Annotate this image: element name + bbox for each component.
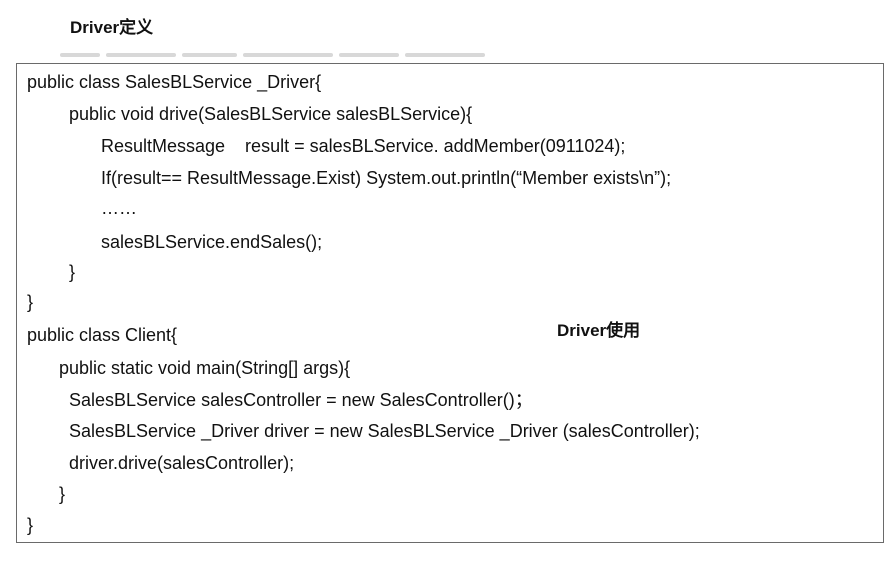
code-line: SalesBLService _Driver driver = new Sale…	[69, 421, 700, 441]
code-line: }	[27, 292, 34, 312]
code-line: }	[27, 515, 34, 535]
code-line: SalesBLService salesController = new Sal…	[69, 390, 533, 410]
code-line: salesBLService.endSales();	[101, 232, 323, 252]
code-line: public class SalesBLService _Driver{	[27, 72, 322, 92]
code-line: }	[69, 262, 76, 282]
driver-usage-heading: Driver使用	[557, 321, 641, 340]
code-line: ……	[101, 198, 137, 218]
code-line: If(result== ResultMessage.Exist) System.…	[101, 168, 672, 188]
code-line: public void drive(SalesBLService salesBL…	[69, 104, 473, 124]
faded-footer-strip	[480, 547, 640, 551]
code-listing: public class SalesBLService _Driver{ pub…	[16, 63, 884, 543]
code-line: driver.drive(salesController);	[69, 453, 295, 473]
code-line: public static void main(String[] args){	[59, 358, 351, 378]
code-line: }	[59, 484, 66, 504]
code-line: public class Client{	[27, 325, 178, 345]
driver-definition-heading: Driver定义	[70, 18, 154, 37]
faded-text-strip	[60, 44, 510, 58]
code-line: ResultMessage result = salesBLService. a…	[101, 136, 626, 156]
